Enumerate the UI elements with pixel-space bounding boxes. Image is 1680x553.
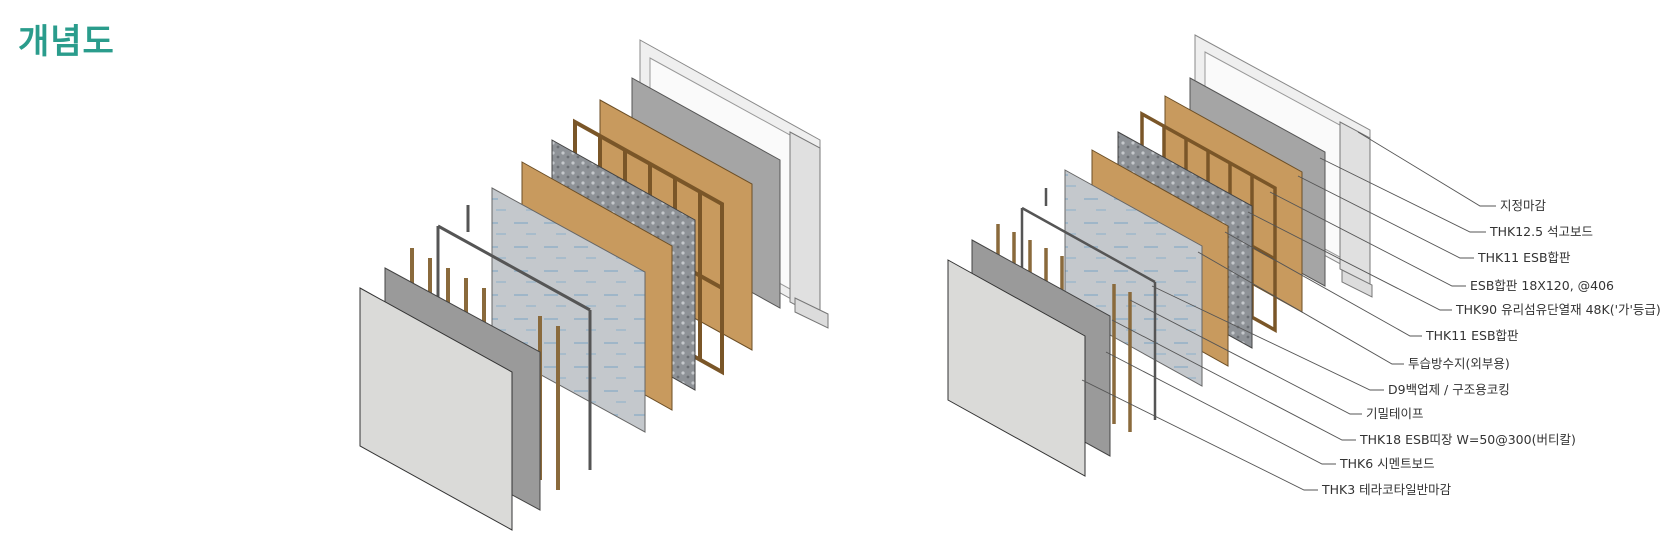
callout-air-tape: 기밀테이프	[1366, 406, 1424, 421]
callout-esb-plywood-inner: THK11 ESB합판	[1477, 250, 1571, 265]
callout-terracotta: THK3 테라코타일반마감	[1321, 482, 1452, 497]
callout-labels: 지정마감 THK12.5 석고보드 THK11 ESB합판 ESB합판 18X1…	[1321, 198, 1661, 497]
callout-leaders	[1081, 131, 1496, 491]
membrane	[491, 187, 646, 433]
callout-finish: 지정마감	[1500, 198, 1547, 213]
cement-board-right	[971, 239, 1111, 457]
osb-sheathing-right	[1091, 149, 1229, 367]
callout-insulation: THK90 유리섬유단열재 48K('가'등급)	[1455, 302, 1661, 317]
membrane-right	[1064, 169, 1203, 387]
finish-board	[359, 287, 513, 531]
callout-furring: THK18 ESB띠장 W=50@300(버티칼)	[1359, 432, 1576, 447]
callout-gypsum-board: THK12.5 석고보드	[1489, 224, 1593, 239]
vertical-furring-right	[996, 224, 1132, 432]
callout-membrane: 투습방수지(외부용)	[1408, 356, 1510, 371]
page-title: 개념도	[18, 22, 115, 62]
insulation-right	[1117, 131, 1253, 349]
callout-cement-board: THK6 시멘트보드	[1339, 456, 1435, 471]
callout-esb-stud: ESB합판 18X120, @406	[1470, 278, 1614, 293]
finish-frame-right	[1194, 34, 1373, 298]
callout-esb-plywood-outer: THK11 ESB합판	[1425, 328, 1519, 343]
gypsum-board-right	[1189, 77, 1326, 287]
finish-board-right	[947, 259, 1086, 477]
osb-inner-sheathing-right	[1164, 95, 1303, 313]
exploded-wall-diagram-left	[359, 39, 829, 531]
osb-stud-frame-right	[1140, 111, 1277, 333]
callout-backup-caulking: D9백업제 / 구조용코킹	[1388, 382, 1510, 397]
backing-members-right	[1020, 188, 1157, 420]
